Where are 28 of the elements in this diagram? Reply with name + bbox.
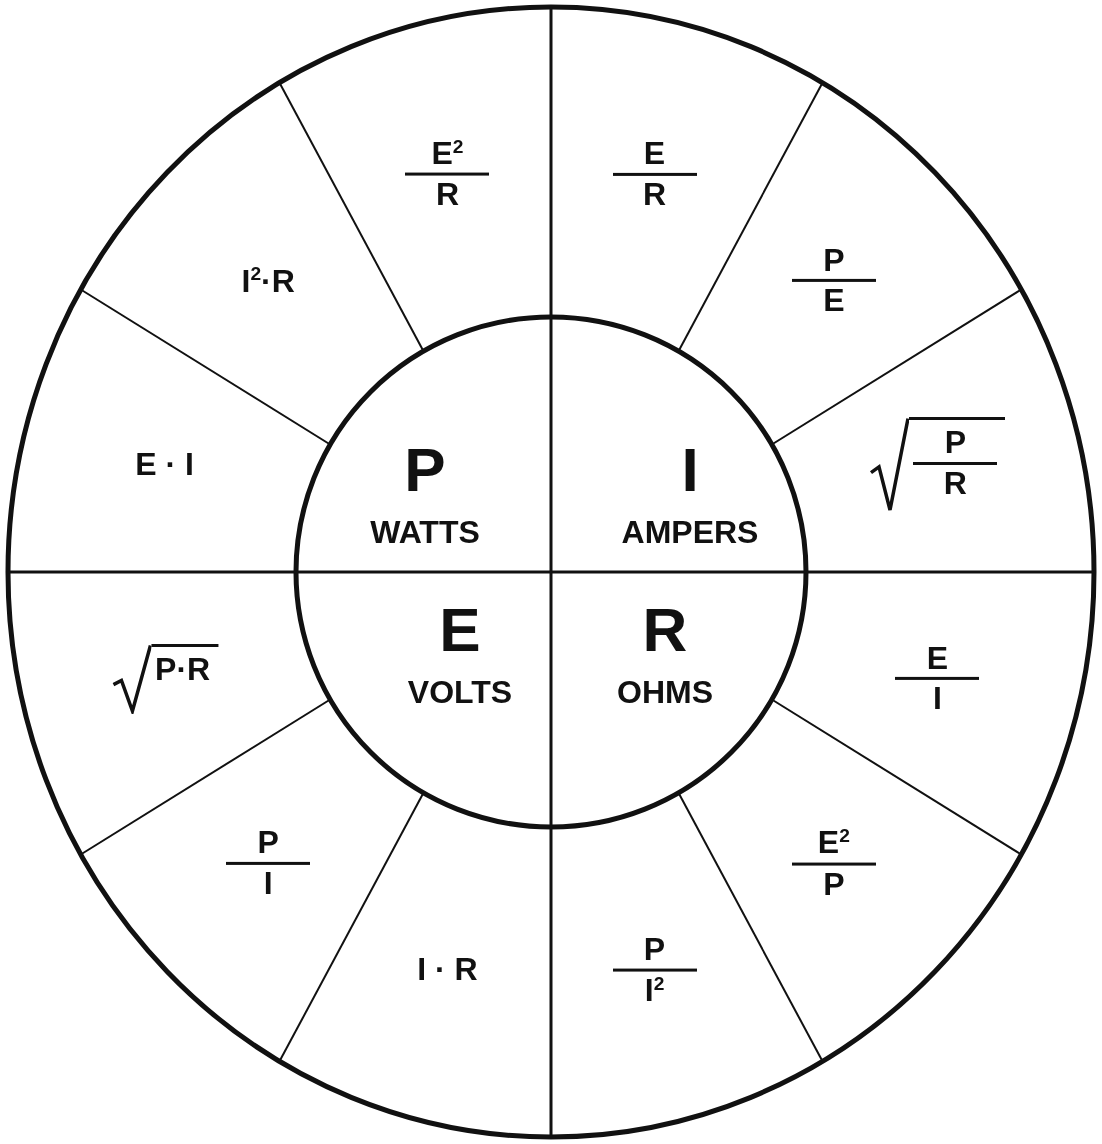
- numerator-text: E$^{2}$: [817, 825, 850, 861]
- unit-name: WATTS: [370, 515, 480, 551]
- denominator-text: R: [435, 177, 459, 212]
- quantity-symbol: R: [642, 599, 688, 662]
- denominator-text: E: [823, 284, 845, 318]
- formula-text: I$^{2}$·R: [241, 263, 295, 298]
- quantity-symbol: E: [439, 599, 481, 662]
- unit-name: OHMS: [617, 675, 713, 711]
- quantity-symbol: I: [681, 439, 699, 502]
- unit-name: AMPERS: [621, 515, 759, 551]
- numerator-text: E$^{2}$: [431, 136, 464, 171]
- numerator-text: P: [643, 932, 666, 967]
- numerator-text: P: [944, 426, 967, 460]
- denominator-text: I: [263, 866, 273, 901]
- unit-name: VOLTS: [407, 675, 513, 711]
- formula-text: P·R: [151, 643, 219, 687]
- numerator-text: P: [257, 826, 279, 860]
- denominator-text: I: [932, 682, 942, 716]
- numerator-text: E: [643, 136, 666, 171]
- numerator-text: E: [926, 641, 949, 676]
- denominator-text: I$^{2}$: [644, 973, 665, 1008]
- numerator-text: P: [823, 243, 845, 278]
- formula-text: E · I: [135, 448, 194, 483]
- denominator-text: R: [642, 177, 667, 212]
- denominator-text: R: [943, 466, 967, 501]
- formula-text: I · R: [417, 953, 478, 987]
- quantity-symbol: P: [404, 439, 446, 502]
- denominator-text: P: [823, 867, 845, 901]
